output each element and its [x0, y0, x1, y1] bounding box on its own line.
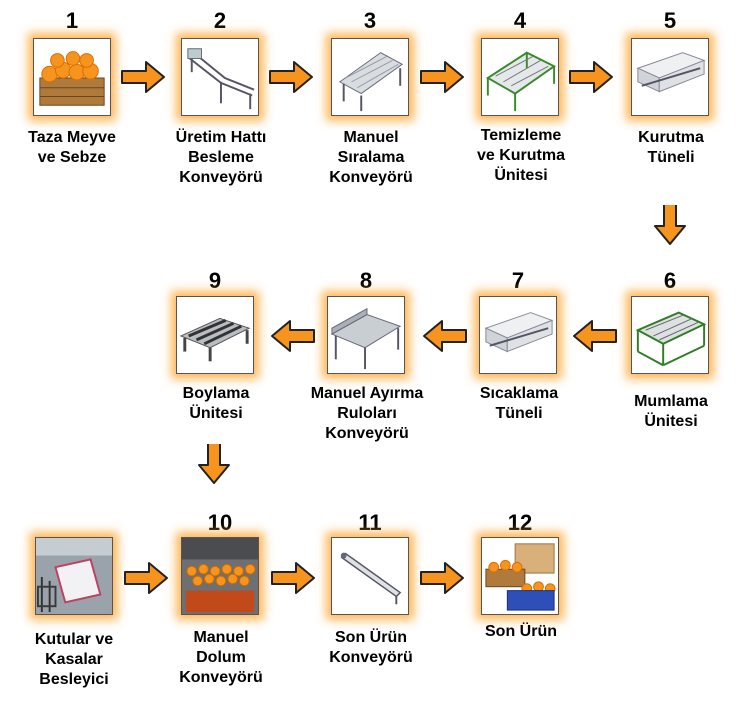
step-12-label: Son Ürün	[485, 623, 557, 640]
step-11-number: 11	[358, 510, 382, 535]
box-feeder-image	[35, 537, 113, 615]
arrow-4-to-5	[569, 61, 613, 93]
fresh-produce-crate-icon	[39, 51, 105, 106]
step-12-number: 12	[507, 510, 533, 535]
heating-tunnel-icon	[484, 312, 554, 353]
step-7-image	[479, 296, 557, 374]
step-7-number: 7	[511, 268, 525, 293]
arrow-10-to-11	[271, 562, 315, 594]
arrow-7-to-8	[423, 320, 467, 352]
separation-roller-conveyor-icon	[330, 307, 402, 370]
step-8-image	[327, 296, 405, 374]
step-5-image	[631, 38, 709, 116]
step-4-number: 4	[513, 8, 527, 33]
final-product-boxes-icon	[485, 543, 556, 611]
sorting-conveyor-icon	[338, 52, 404, 112]
arrow-11-to-12	[420, 562, 464, 594]
step-8-number: 8	[359, 268, 373, 293]
drying-tunnel-icon	[636, 52, 706, 93]
feeding-conveyor-icon	[187, 48, 255, 110]
arrow-2-to-3	[269, 61, 313, 93]
step-6-number: 6	[663, 268, 677, 293]
step-3-image	[331, 38, 409, 116]
step-4-image	[481, 38, 559, 116]
step-3-number: 3	[363, 8, 377, 33]
arrow-feeder-to-10	[124, 562, 168, 594]
arrow-5-to-6	[654, 205, 686, 245]
step-10-image	[181, 537, 259, 615]
waxing-unit-icon	[635, 311, 707, 367]
step-9-image	[176, 296, 254, 374]
filling-conveyor-icon	[182, 538, 258, 614]
step-1-number: 1	[65, 8, 79, 33]
step-12-image	[481, 537, 559, 615]
step-11-image	[331, 537, 409, 615]
step-10-number: 10	[207, 510, 233, 535]
box-crate-feeder-icon	[36, 538, 112, 614]
final-product-conveyor-icon	[340, 552, 402, 605]
step-1-image	[33, 38, 111, 116]
washing-drying-unit-icon	[485, 51, 557, 112]
arrow-3-to-4	[420, 61, 464, 93]
sizing-unit-icon	[179, 317, 251, 362]
step-6-image	[631, 296, 709, 374]
step-2-number: 2	[213, 8, 227, 33]
arrow-1-to-2	[121, 61, 165, 93]
arrow-6-to-7	[573, 320, 617, 352]
step-2-image	[181, 38, 259, 116]
step-5-number: 5	[663, 8, 677, 33]
arrow-9-to-10	[198, 444, 230, 484]
step-9-number: 9	[208, 268, 222, 293]
arrow-8-to-9	[271, 320, 315, 352]
